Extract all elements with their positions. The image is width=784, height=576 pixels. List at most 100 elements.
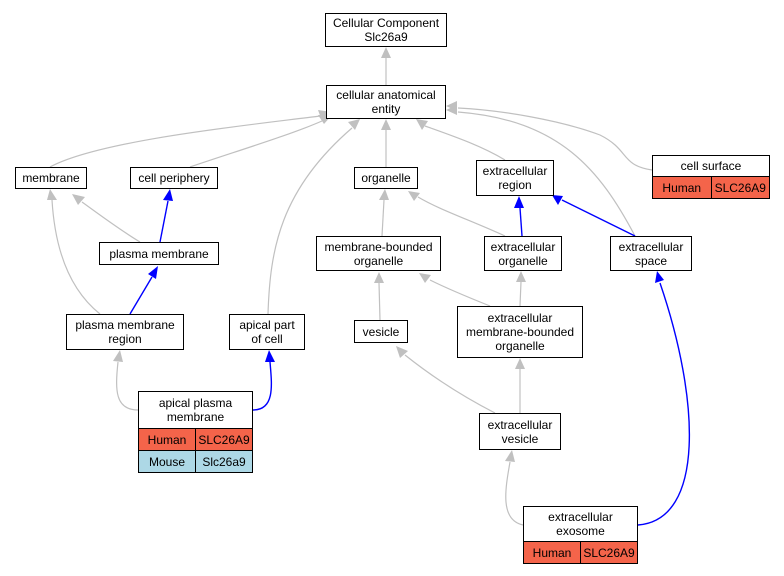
node-label: region <box>498 178 532 192</box>
edge-ec-vesicle-to-vesicle <box>396 346 496 414</box>
edge-pm-region-to-plasma-membrane <box>129 266 158 315</box>
edge-line <box>378 282 381 321</box>
arrowhead <box>265 350 275 362</box>
edge-line <box>189 120 323 168</box>
arrowhead <box>446 105 457 115</box>
node-label: membrane-bounded <box>324 239 433 254</box>
arrowhead <box>505 450 515 462</box>
arrowhead <box>516 271 526 282</box>
gene-row-mouse: Mouse Slc26a9 <box>139 450 252 472</box>
node-label: organelle <box>353 253 404 268</box>
edge-ec-organelle-to-organelle <box>408 191 506 237</box>
edge-ec-mb-organelle-to-mb-organelle <box>419 273 491 307</box>
node-vesicle[interactable]: vesicle <box>354 320 408 343</box>
edge-line <box>252 361 273 411</box>
node-label: extracellular <box>490 239 556 254</box>
gene-symbol: Slc26a9 <box>195 451 252 472</box>
node-label: of cell <box>251 332 283 346</box>
species-label: Human <box>139 429 195 450</box>
node-label: vesicle <box>501 431 539 446</box>
species-label: Mouse <box>139 451 195 472</box>
edge-ec-organelle-to-extracellular-region <box>514 196 524 237</box>
node-label: membrane <box>166 410 225 424</box>
edge-line <box>129 276 153 315</box>
node-label: space <box>634 253 668 268</box>
node-label: entity <box>371 102 401 116</box>
arrowhead <box>381 119 391 130</box>
node-label: organelle <box>495 339 545 353</box>
arrowhead <box>379 189 389 200</box>
arrowhead <box>416 119 428 130</box>
arrowhead <box>381 47 391 58</box>
edge-line <box>116 361 139 411</box>
node-label: plasma membrane <box>109 246 209 261</box>
node-label: apical plasma <box>158 396 233 410</box>
node-label: extracellular <box>618 239 684 254</box>
edge-line <box>519 281 522 307</box>
edge-plasma-membrane-to-membrane <box>72 194 141 243</box>
edge-line <box>159 200 169 243</box>
node-cell-surface[interactable]: cell surface Human SLC26A9 <box>652 155 770 199</box>
edge-line <box>505 461 524 526</box>
edge-ec-vesicle-to-ec-mb-organelle <box>515 358 525 413</box>
gene-row-human: Human SLC26A9 <box>524 541 637 563</box>
arrowhead <box>396 346 408 358</box>
node-label: membrane <box>22 171 80 185</box>
edge-line <box>381 199 385 237</box>
node-label: membrane-bounded <box>465 325 575 339</box>
node-label: extracellular <box>482 164 548 178</box>
node-label: extracellular <box>487 417 553 432</box>
edge-line <box>404 354 496 414</box>
edge-line <box>561 199 636 237</box>
gene-row-human: Human SLC26A9 <box>653 176 769 198</box>
edge-line <box>457 107 653 171</box>
edge-mb-organelle-to-organelle <box>379 189 389 237</box>
edge-line <box>51 199 101 315</box>
arrowhead <box>552 195 563 205</box>
node-organelle[interactable]: organelle <box>354 167 418 189</box>
node-cell-periphery[interactable]: cell periphery <box>130 167 218 189</box>
edge-cae-to-root <box>381 47 391 85</box>
edge-ec-mb-organelle-to-ec-organelle <box>516 271 526 307</box>
edge-apical-pm-to-apical-part <box>252 350 275 411</box>
arrowhead <box>408 191 420 201</box>
arrowhead <box>47 189 57 200</box>
arrowhead <box>348 119 360 130</box>
arrowhead <box>514 196 524 208</box>
species-label: Human <box>524 542 580 563</box>
edge-line <box>49 115 321 168</box>
node-label: vesicle <box>362 324 400 339</box>
node-label: cell periphery <box>138 171 210 185</box>
node-label: Slc26a9 <box>364 30 408 44</box>
node-membrane[interactable]: membrane <box>15 167 87 189</box>
node-plasma-membrane[interactable]: plasma membrane <box>99 242 219 265</box>
edge-apical-pm-to-pm-region <box>113 350 139 411</box>
node-label: plasma membrane <box>75 318 175 332</box>
edge-line <box>424 125 506 161</box>
edge-line <box>81 201 141 243</box>
node-label: cellular anatomical <box>336 88 436 102</box>
edge-line <box>429 279 491 307</box>
gene-symbol: SLC26A9 <box>580 542 637 563</box>
edge-line <box>519 207 523 237</box>
arrowhead <box>113 350 123 362</box>
edge-plasma-membrane-to-cell-periphery <box>159 189 173 243</box>
node-label: Cellular Component <box>332 16 440 30</box>
edge-extracellular-region-to-cae <box>416 119 506 161</box>
node-label: organelle <box>361 171 411 185</box>
edge-vesicle-to-mb-organelle <box>374 272 384 321</box>
